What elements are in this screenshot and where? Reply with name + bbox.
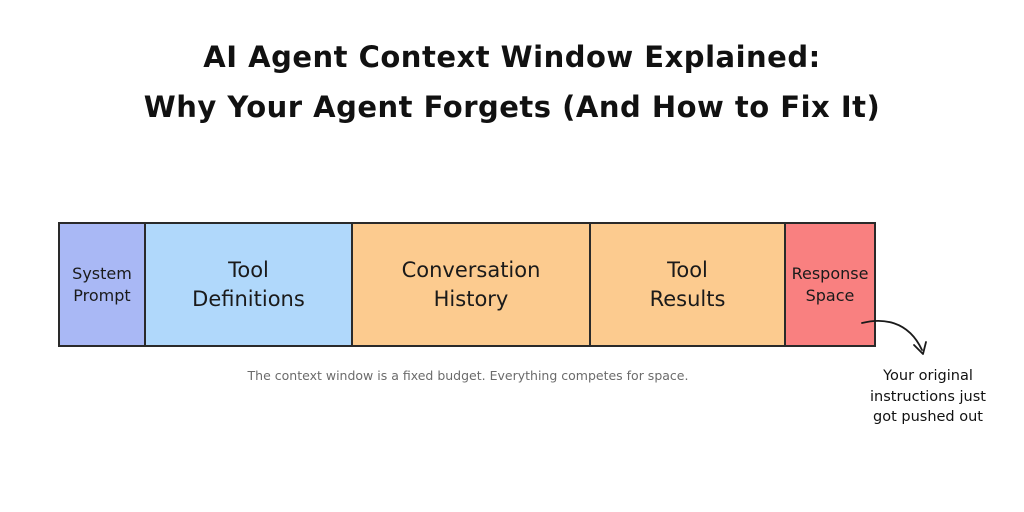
segment-response-space-label-line-1: Response bbox=[791, 263, 869, 283]
segment-conversation-history: Conversation History bbox=[353, 224, 591, 345]
curved-arrow-icon bbox=[861, 320, 927, 355]
segment-conversation-history-label-line-2: History bbox=[433, 286, 509, 311]
title-line-1: AI Agent Context Window Explained: bbox=[203, 40, 821, 74]
title-line-2: Why Your Agent Forgets (And How to Fix I… bbox=[143, 90, 881, 124]
annotation-line-3: got pushed out bbox=[873, 409, 983, 426]
context-window-bar: System Prompt Tool Definitions Conversat… bbox=[58, 222, 876, 347]
segment-response-space: Response Space bbox=[786, 224, 874, 345]
segment-system-prompt: System Prompt bbox=[60, 224, 146, 345]
segment-system-prompt-label-line-2: Prompt bbox=[73, 285, 131, 305]
segment-tool-definitions-label-line-1: Tool bbox=[228, 258, 269, 283]
pushed-out-annotation: Your original instructions just got push… bbox=[848, 366, 1008, 428]
segment-tool-definitions-label-line-2: Definitions bbox=[192, 286, 305, 311]
segment-tool-results-label-line-2: Results bbox=[649, 286, 726, 311]
segment-system-prompt-label-line-1: System bbox=[72, 263, 132, 283]
segment-tool-results: Tool Results bbox=[591, 224, 786, 345]
segment-conversation-history-label-line-1: Conversation bbox=[401, 258, 541, 283]
annotation-line-1: Your original bbox=[883, 368, 973, 384]
segment-tool-definitions: Tool Definitions bbox=[146, 224, 353, 345]
segment-response-space-label-line-2: Space bbox=[805, 285, 855, 305]
segment-tool-results-label-line-1: Tool bbox=[667, 258, 708, 283]
annotation-line-2: instructions just bbox=[870, 388, 986, 405]
context-window-caption: The context window is a fixed budget. Ev… bbox=[247, 368, 689, 383]
